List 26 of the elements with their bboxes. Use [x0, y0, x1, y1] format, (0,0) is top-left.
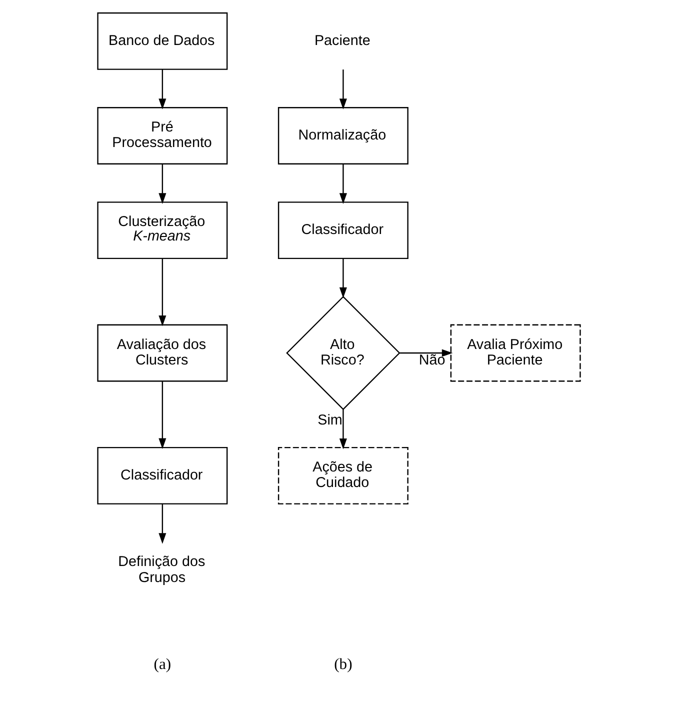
arrow: [400, 349, 453, 357]
edge-label: Não: [418, 352, 446, 368]
label: (a): [154, 656, 172, 673]
node-box: Pré Processamento: [97, 107, 228, 164]
node-box: Classificador: [97, 446, 228, 504]
node-diamond: Alto Risco?: [286, 296, 400, 410]
node-box: Classificador: [278, 202, 408, 260]
node-box: Banco de Dados: [97, 12, 228, 70]
arrow: [158, 164, 166, 204]
node-box: Normalização: [278, 107, 408, 164]
arrow: [158, 70, 166, 110]
node-box: Avaliação dos Clusters: [97, 324, 228, 382]
arrow: [339, 70, 347, 110]
node-text: Definição dos Grupos: [118, 554, 206, 586]
arrow: [158, 258, 166, 326]
node-box: Clusterização K-means: [97, 202, 228, 260]
node-box: Avalia Próximo Paciente: [450, 324, 581, 382]
edge-label: Sim: [318, 412, 342, 428]
label: (b): [334, 656, 352, 673]
node-box: Ações de Cuidado: [278, 446, 408, 504]
arrow: [339, 164, 347, 204]
arrow: [158, 504, 166, 544]
arrow: [339, 409, 347, 450]
arrow: [158, 381, 166, 449]
arrow: [339, 258, 347, 298]
node-text: Paciente: [314, 32, 370, 49]
